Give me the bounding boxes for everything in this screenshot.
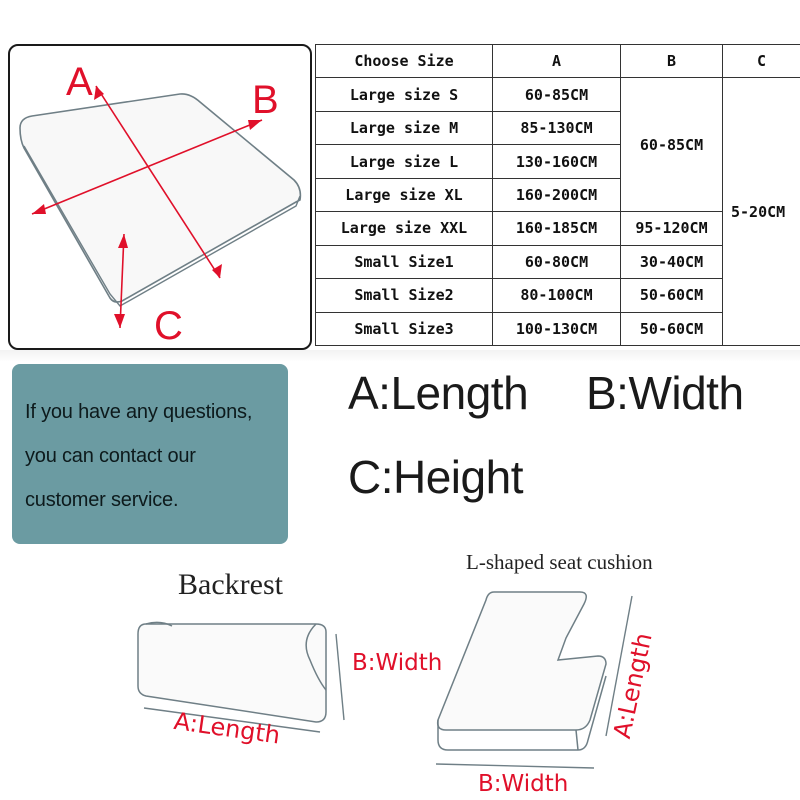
label-a: A — [66, 60, 93, 104]
contact-notice: If you have any questions, you can conta… — [12, 364, 288, 544]
header-b: B — [620, 43, 723, 79]
l-shaped-cushion-drawing — [436, 591, 607, 751]
size-a: 100-130CM — [492, 311, 621, 346]
divider-shadow — [0, 350, 800, 362]
table-header-row: Choose Size A B C — [315, 43, 800, 79]
size-name: Small Size1 — [315, 244, 493, 280]
label-c: C — [154, 304, 183, 348]
header-c: C — [722, 43, 800, 79]
size-name: Large size XL — [315, 177, 493, 213]
table-row: Large size S 60-85CM 60-85CM 5-20CM — [315, 77, 800, 346]
size-name: Large size S — [315, 77, 493, 112]
caption-backrest: Backrest — [178, 568, 283, 601]
size-name: Large size M — [315, 110, 493, 146]
size-a: 85-130CM — [492, 110, 621, 146]
table-row: Small Size3 100-130CM 50-60CM — [315, 311, 800, 346]
header-choose-size: Choose Size — [315, 43, 493, 79]
backrest-drawing — [137, 621, 327, 723]
contact-line: you can contact our — [25, 445, 196, 467]
size-a: 60-85CM — [492, 77, 621, 112]
size-b: 50-60CM — [620, 311, 723, 346]
table-row: Small Size2 80-100CM 50-60CM — [315, 278, 800, 313]
legend-height: C:Height — [348, 451, 523, 503]
size-table: Choose Size A B C Large size S 60-85CM 6… — [315, 43, 800, 346]
size-name: Large size L — [315, 144, 493, 179]
table-row: Large size L 130-160CM — [315, 144, 800, 179]
size-a: 60-80CM — [492, 244, 621, 280]
size-name: Small Size2 — [315, 278, 493, 313]
legend-width: B:Width — [586, 367, 744, 419]
size-c-merged: 5-20CM — [722, 77, 800, 346]
caption-l-shaped: L-shaped seat cushion — [466, 550, 653, 574]
size-b: 30-40CM — [620, 244, 723, 280]
size-name: Small Size3 — [315, 311, 493, 346]
header-a: A — [492, 43, 621, 79]
size-a: 80-100CM — [492, 278, 621, 313]
legend-length: A:Length — [348, 367, 529, 419]
size-a: 160-200CM — [492, 177, 621, 213]
table-row: Small Size1 60-80CM 30-40CM — [315, 244, 800, 280]
cushion-outline-drawing — [19, 85, 302, 329]
size-b-large-merged: 60-85CM — [620, 77, 723, 213]
size-b: 95-120CM — [620, 211, 723, 246]
arrow-a — [95, 85, 221, 279]
contact-line: If you have any questions, — [25, 401, 253, 423]
table-row: Large size XXL 160-185CM 95-120CM — [315, 211, 800, 246]
backrest-width-label: B:Width — [352, 650, 443, 676]
label-b: B — [252, 78, 279, 122]
arrow-b — [31, 119, 263, 215]
size-b: 50-60CM — [620, 278, 723, 313]
cushion-diagram: A B C — [8, 44, 312, 350]
l-shape-width-label: B:Width — [478, 771, 569, 797]
product-shapes-drawing — [137, 591, 633, 769]
size-a: 130-160CM — [492, 144, 621, 179]
size-a: 160-185CM — [492, 211, 621, 246]
size-name: Large size XXL — [315, 211, 493, 246]
contact-line: customer service. — [25, 489, 179, 511]
arrow-c — [119, 233, 125, 329]
